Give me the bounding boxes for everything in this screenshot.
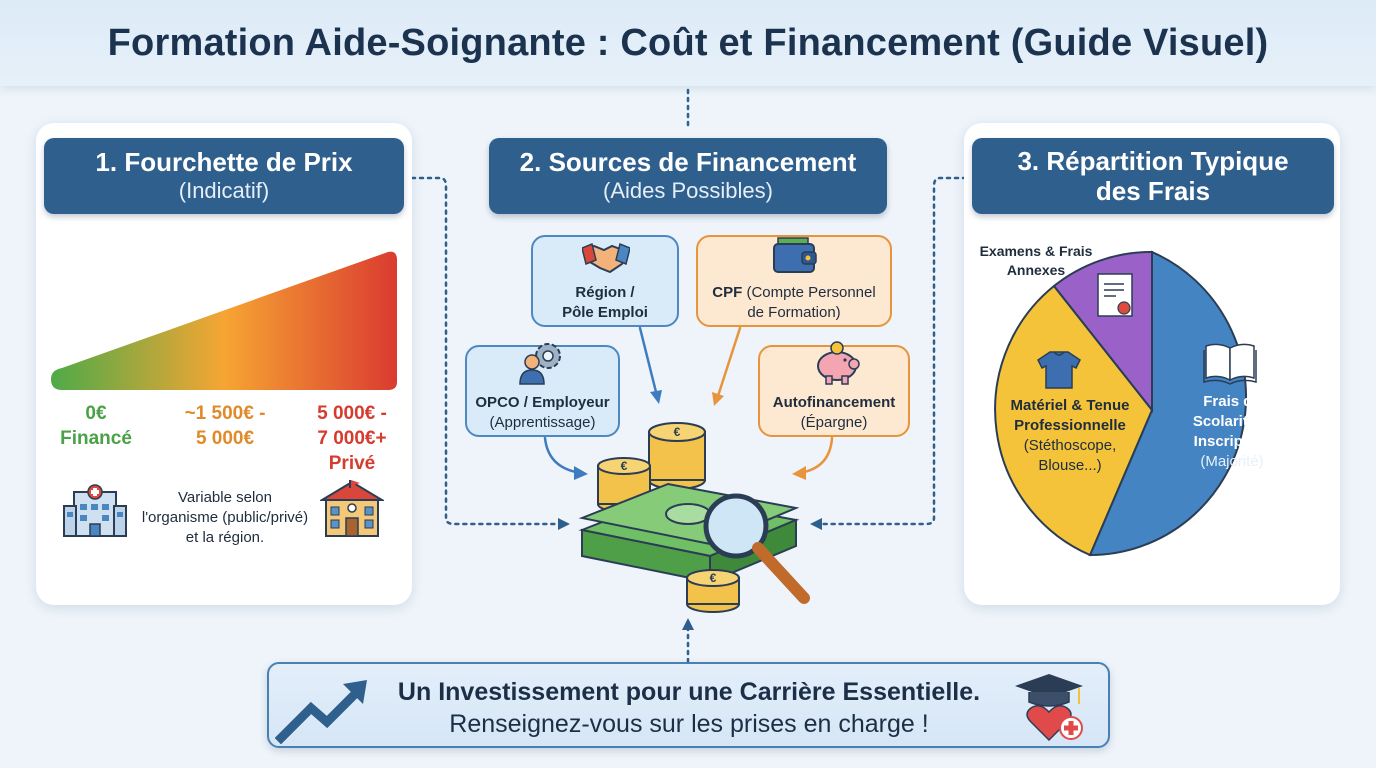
banner-text: Un Investissement pour une Carrière Esse… [369, 676, 1009, 740]
funding-title: 2. Sources de Financement [519, 147, 857, 177]
price-financed: 0€ Financé [60, 403, 132, 449]
price-range-subtitle: (Indicatif) [178, 178, 270, 203]
exam-label: Examens & Frais Annexes [979, 243, 1093, 278]
bottom-banner: Un Investissement pour une Carrière Esse… [267, 662, 1110, 748]
employer-gear-icon [519, 343, 561, 385]
price-mid: ~1 500€ - 5 000€ [184, 403, 266, 449]
price-gradient-wedge [51, 251, 397, 390]
svg-text:€: € [710, 571, 717, 585]
growth-arrow-icon [275, 680, 367, 744]
tuition-label: Frais de Scolarité & Inscription (Majori… [1192, 393, 1272, 470]
wallet-icon [773, 237, 817, 273]
svg-text:€: € [674, 425, 681, 439]
funding-subtitle: (Aides Possibles) [603, 178, 773, 203]
cost-breakdown-header: 3. Répartition Typique des Frais [972, 138, 1334, 214]
handshake-icon [582, 242, 630, 274]
svg-text:€: € [621, 459, 628, 473]
scrubs-icon [1037, 351, 1081, 389]
price-private: 5 000€ - 7 000€+ Privé [317, 403, 387, 474]
price-note: Variable selon l'organisme (public/privé… [141, 489, 309, 546]
cost-pie [994, 250, 1257, 557]
book-icon [1203, 343, 1257, 385]
pie-slice-equipment [994, 284, 1154, 557]
cost-breakdown-title: 3. Répartition Typique [1017, 146, 1289, 176]
cost-breakdown-title-line2: des Frais [1095, 176, 1211, 206]
piggy-bank-icon [817, 341, 860, 385]
banner-subline: Renseignez-vous sur les prises en charge… [449, 710, 929, 738]
equipment-label: Matériel & Tenue Professionnelle (Stétho… [1010, 397, 1130, 474]
region-bubble: Région / Pôle Emploi [531, 235, 679, 327]
pie-slice-tuition [1088, 250, 1248, 557]
graduation-heart-icon [1015, 674, 1083, 742]
school-icon [320, 480, 384, 537]
price-range-title: 1. Fourchette de Prix [95, 147, 353, 177]
page-title: Formation Aide-Soignante : Coût et Finan… [107, 21, 1269, 64]
hospital-icon [63, 484, 127, 537]
price-range-header: 1. Fourchette de Prix (Indicatif) [44, 138, 404, 214]
money-stack-icon: € € € [578, 422, 810, 613]
funding-header: 2. Sources de Financement (Aides Possibl… [489, 138, 887, 214]
certificate-icon [1097, 273, 1133, 317]
banner-headline: Un Investissement pour une Carrière Esse… [397, 678, 981, 706]
title-band: Formation Aide-Soignante : Coût et Finan… [0, 0, 1376, 86]
